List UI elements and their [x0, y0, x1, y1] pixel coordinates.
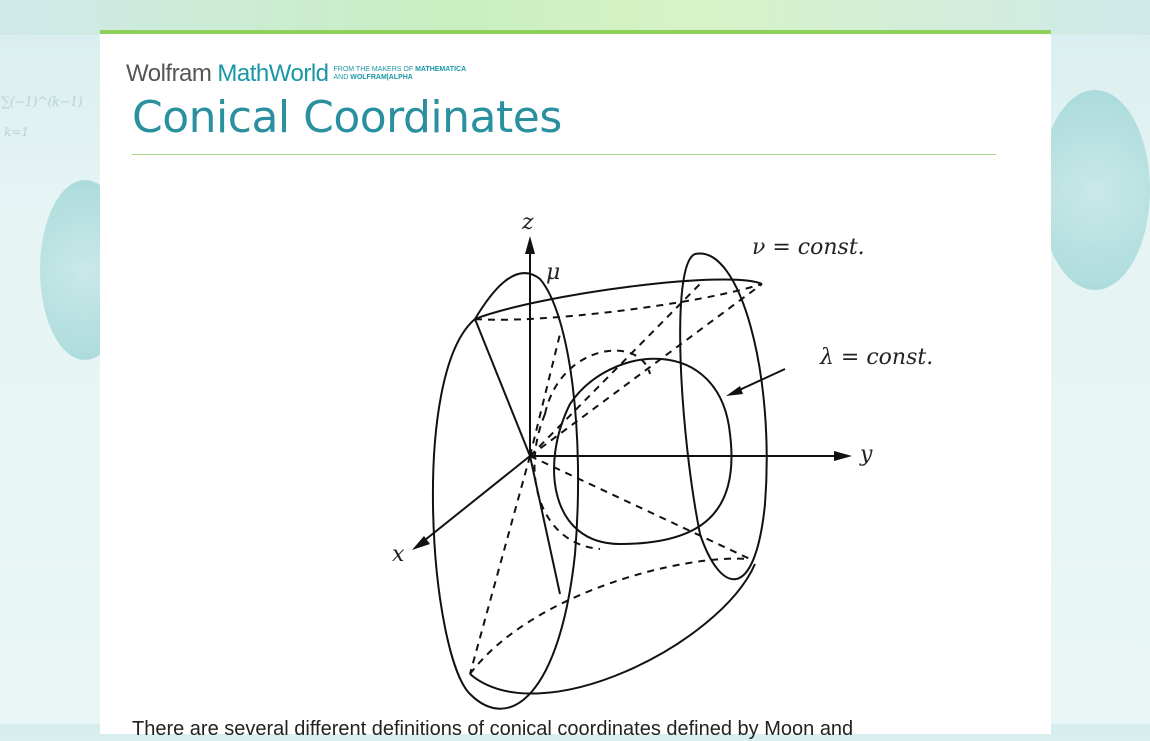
- background-formula-index: k=1: [4, 125, 29, 139]
- logo-tagline: FROM THE MAKERS OF MATHEMATICA AND WOLFR…: [334, 66, 467, 82]
- background-formula: ∑(−1)^(k−1): [1, 95, 83, 110]
- lambda-const-label: λ = const.: [819, 345, 933, 370]
- lambda-surface: [553, 357, 733, 546]
- logo-mathworld: MathWorld: [217, 60, 329, 87]
- background-decoration: [1040, 90, 1150, 290]
- top-ellipse-back: [474, 283, 763, 321]
- cone-line: [529, 455, 751, 560]
- z-axis-arrowhead: [525, 236, 535, 254]
- body-paragraph: There are several different definitions …: [132, 718, 854, 740]
- tagline-line2: AND: [333, 74, 349, 81]
- mu-cone-left: [431, 272, 580, 710]
- lambda-surface-hidden: [533, 349, 651, 550]
- wolfram-mathworld-logo[interactable]: Wolfram MathWorld FROM THE MAKERS OF MAT…: [126, 60, 466, 88]
- conical-coordinates-figure: z μ ν = const. λ = const. y x: [392, 210, 933, 710]
- bottom-curve-back: [469, 557, 751, 675]
- page-title: Conical Coordinates: [132, 92, 562, 143]
- logo-wolfram: Wolfram: [126, 60, 212, 87]
- cone-line: [529, 455, 561, 595]
- nu-surface-right: [679, 252, 768, 581]
- y-axis-label: y: [859, 442, 873, 467]
- tagline-wolframalpha: WOLFRAM|ALPHA: [350, 74, 413, 81]
- title-divider: [132, 154, 996, 155]
- cone-line: [474, 318, 531, 457]
- mu-label: μ: [546, 260, 560, 285]
- z-axis-label: z: [521, 210, 534, 235]
- top-ellipse-front: [474, 278, 763, 320]
- cone-line: [529, 283, 701, 457]
- cone-line: [469, 455, 531, 675]
- lambda-pointer-arrowhead: [726, 386, 743, 396]
- x-axis: [419, 455, 531, 545]
- tagline-mathematica: MATHEMATICA: [415, 66, 467, 73]
- cone-line: [529, 333, 561, 457]
- tagline-line1: FROM THE MAKERS OF: [333, 66, 414, 73]
- nu-const-label: ν = const.: [752, 235, 865, 260]
- x-axis-label: x: [392, 542, 405, 567]
- y-axis-arrowhead: [834, 451, 852, 461]
- content-card: Wolfram MathWorld FROM THE MAKERS OF MAT…: [100, 30, 1051, 740]
- cone-line: [529, 283, 763, 457]
- lambda-pointer: [734, 368, 786, 393]
- x-axis-arrowhead: [412, 536, 430, 550]
- top-banner: [0, 0, 1150, 35]
- bottom-curve-front: [469, 563, 756, 695]
